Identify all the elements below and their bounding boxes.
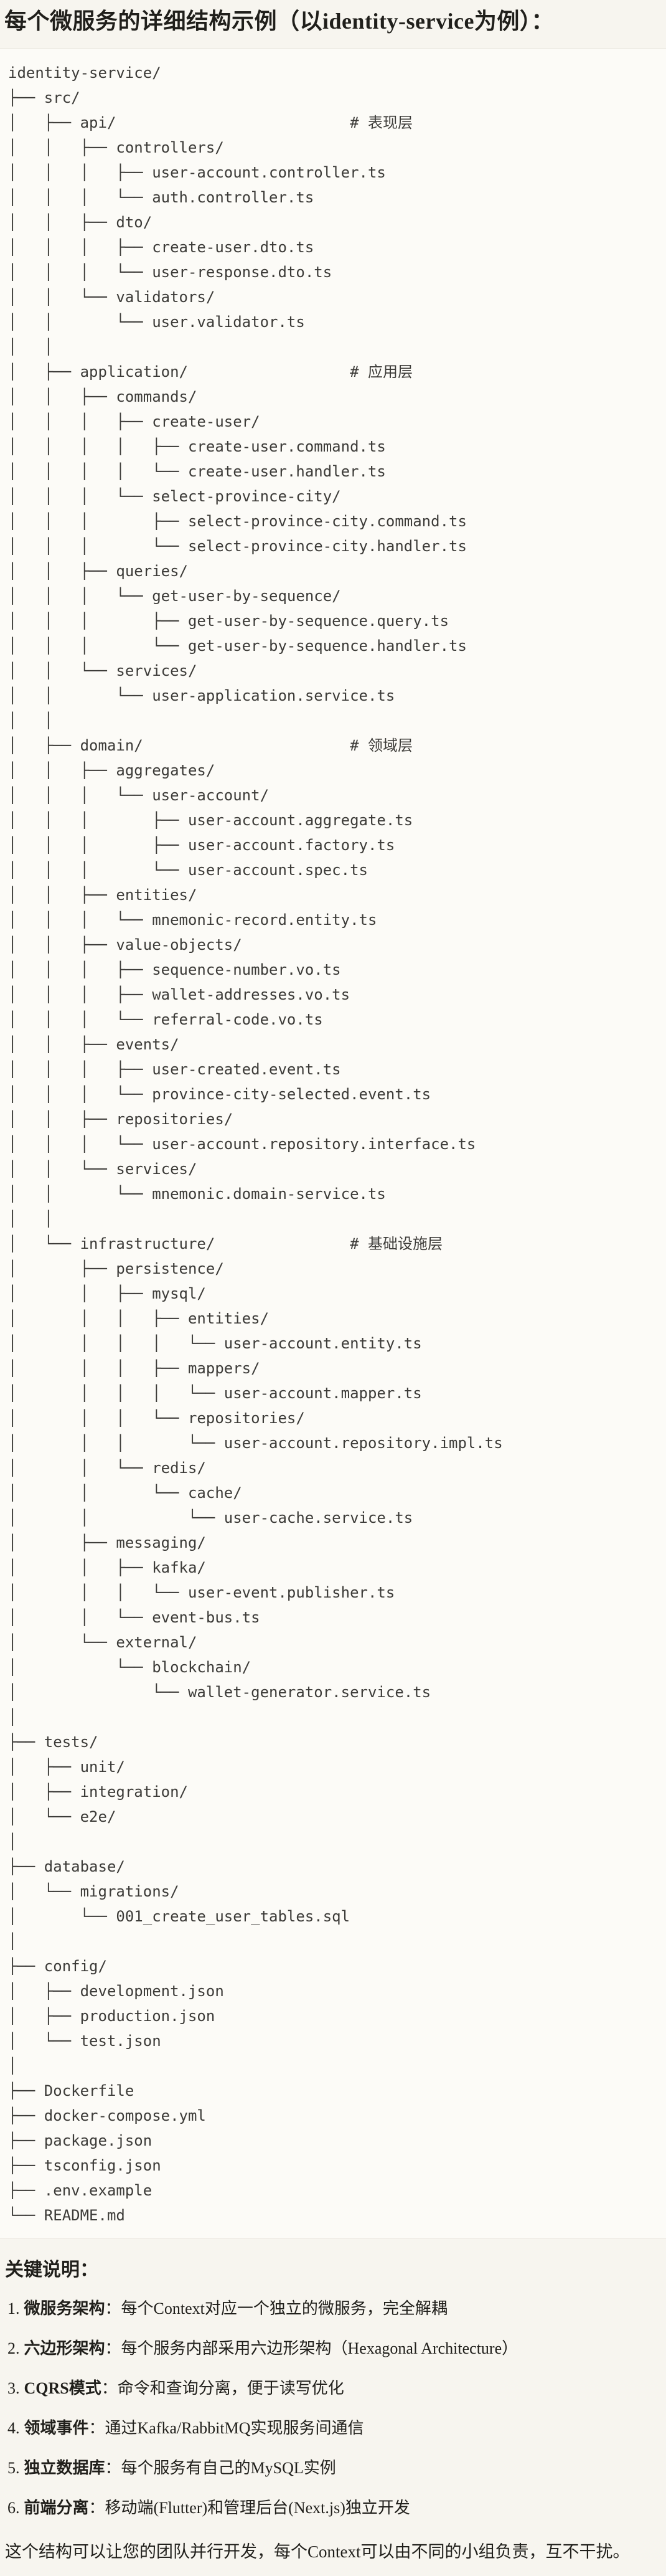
note-item-frontend-separation: 6.前端分离：移动端(Flutter)和管理后台(Next.js)独立开发 [5,2498,660,2519]
note-number: 6. [7,2499,20,2517]
key-notes-section: 关键说明： 1.微服务架构：每个Context对应一个独立的微服务，完全解耦 2… [0,2238,666,2576]
note-text: ：每个服务有自己的MySQL实例 [105,2459,336,2477]
note-label: 微服务架构 [24,2299,105,2318]
note-text: ：移动端(Flutter)和管理后台(Next.js)独立开发 [88,2499,410,2517]
page-title: 每个微服务的详细结构示例（以identity-service为例）： [4,9,554,34]
notes-heading: 关键说明： [5,2260,98,2280]
note-number: 3. [7,2379,20,2397]
note-text: ：命令和查询分离，便于读写优化 [101,2379,344,2397]
note-number: 1. [7,2299,20,2318]
note-item-hexagonal: 2.六边形架构：每个服务内部采用六边形架构（Hexagonal Architec… [5,2338,660,2359]
note-label: 领域事件 [24,2419,89,2437]
note-text: ：通过Kafka/RabbitMQ实现服务间通信 [88,2419,364,2437]
note-number: 4. [7,2419,20,2437]
note-item-cqrs: 3.CQRS模式：命令和查询分离，便于读写优化 [5,2378,660,2399]
note-label: CQRS模式 [24,2379,101,2397]
note-label: 前端分离 [24,2499,89,2517]
note-item-microservices: 1.微服务架构：每个Context对应一个独立的微服务，完全解耦 [5,2298,660,2319]
file-tree: identity-service/ ├── src/ │ ├── api/ # … [8,64,503,2224]
note-text: ：每个Context对应一个独立的微服务，完全解耦 [105,2299,448,2318]
closing-paragraph: 这个结构可以让您的团队并行开发，每个Context可以由不同的小组负责，互不干扰… [5,2542,630,2561]
note-item-domain-events: 4.领域事件：通过Kafka/RabbitMQ实现服务间通信 [5,2418,660,2439]
note-item-independent-db: 5.独立数据库：每个服务有自己的MySQL实例 [5,2458,660,2479]
note-number: 5. [7,2459,20,2477]
note-label: 六边形架构 [24,2339,105,2357]
file-tree-code-block: identity-service/ ├── src/ │ ├── api/ # … [0,48,666,2238]
note-number: 2. [7,2339,20,2357]
note-label: 独立数据库 [24,2459,105,2477]
note-text: ：每个服务内部采用六边形架构（Hexagonal Architecture） [105,2339,518,2357]
